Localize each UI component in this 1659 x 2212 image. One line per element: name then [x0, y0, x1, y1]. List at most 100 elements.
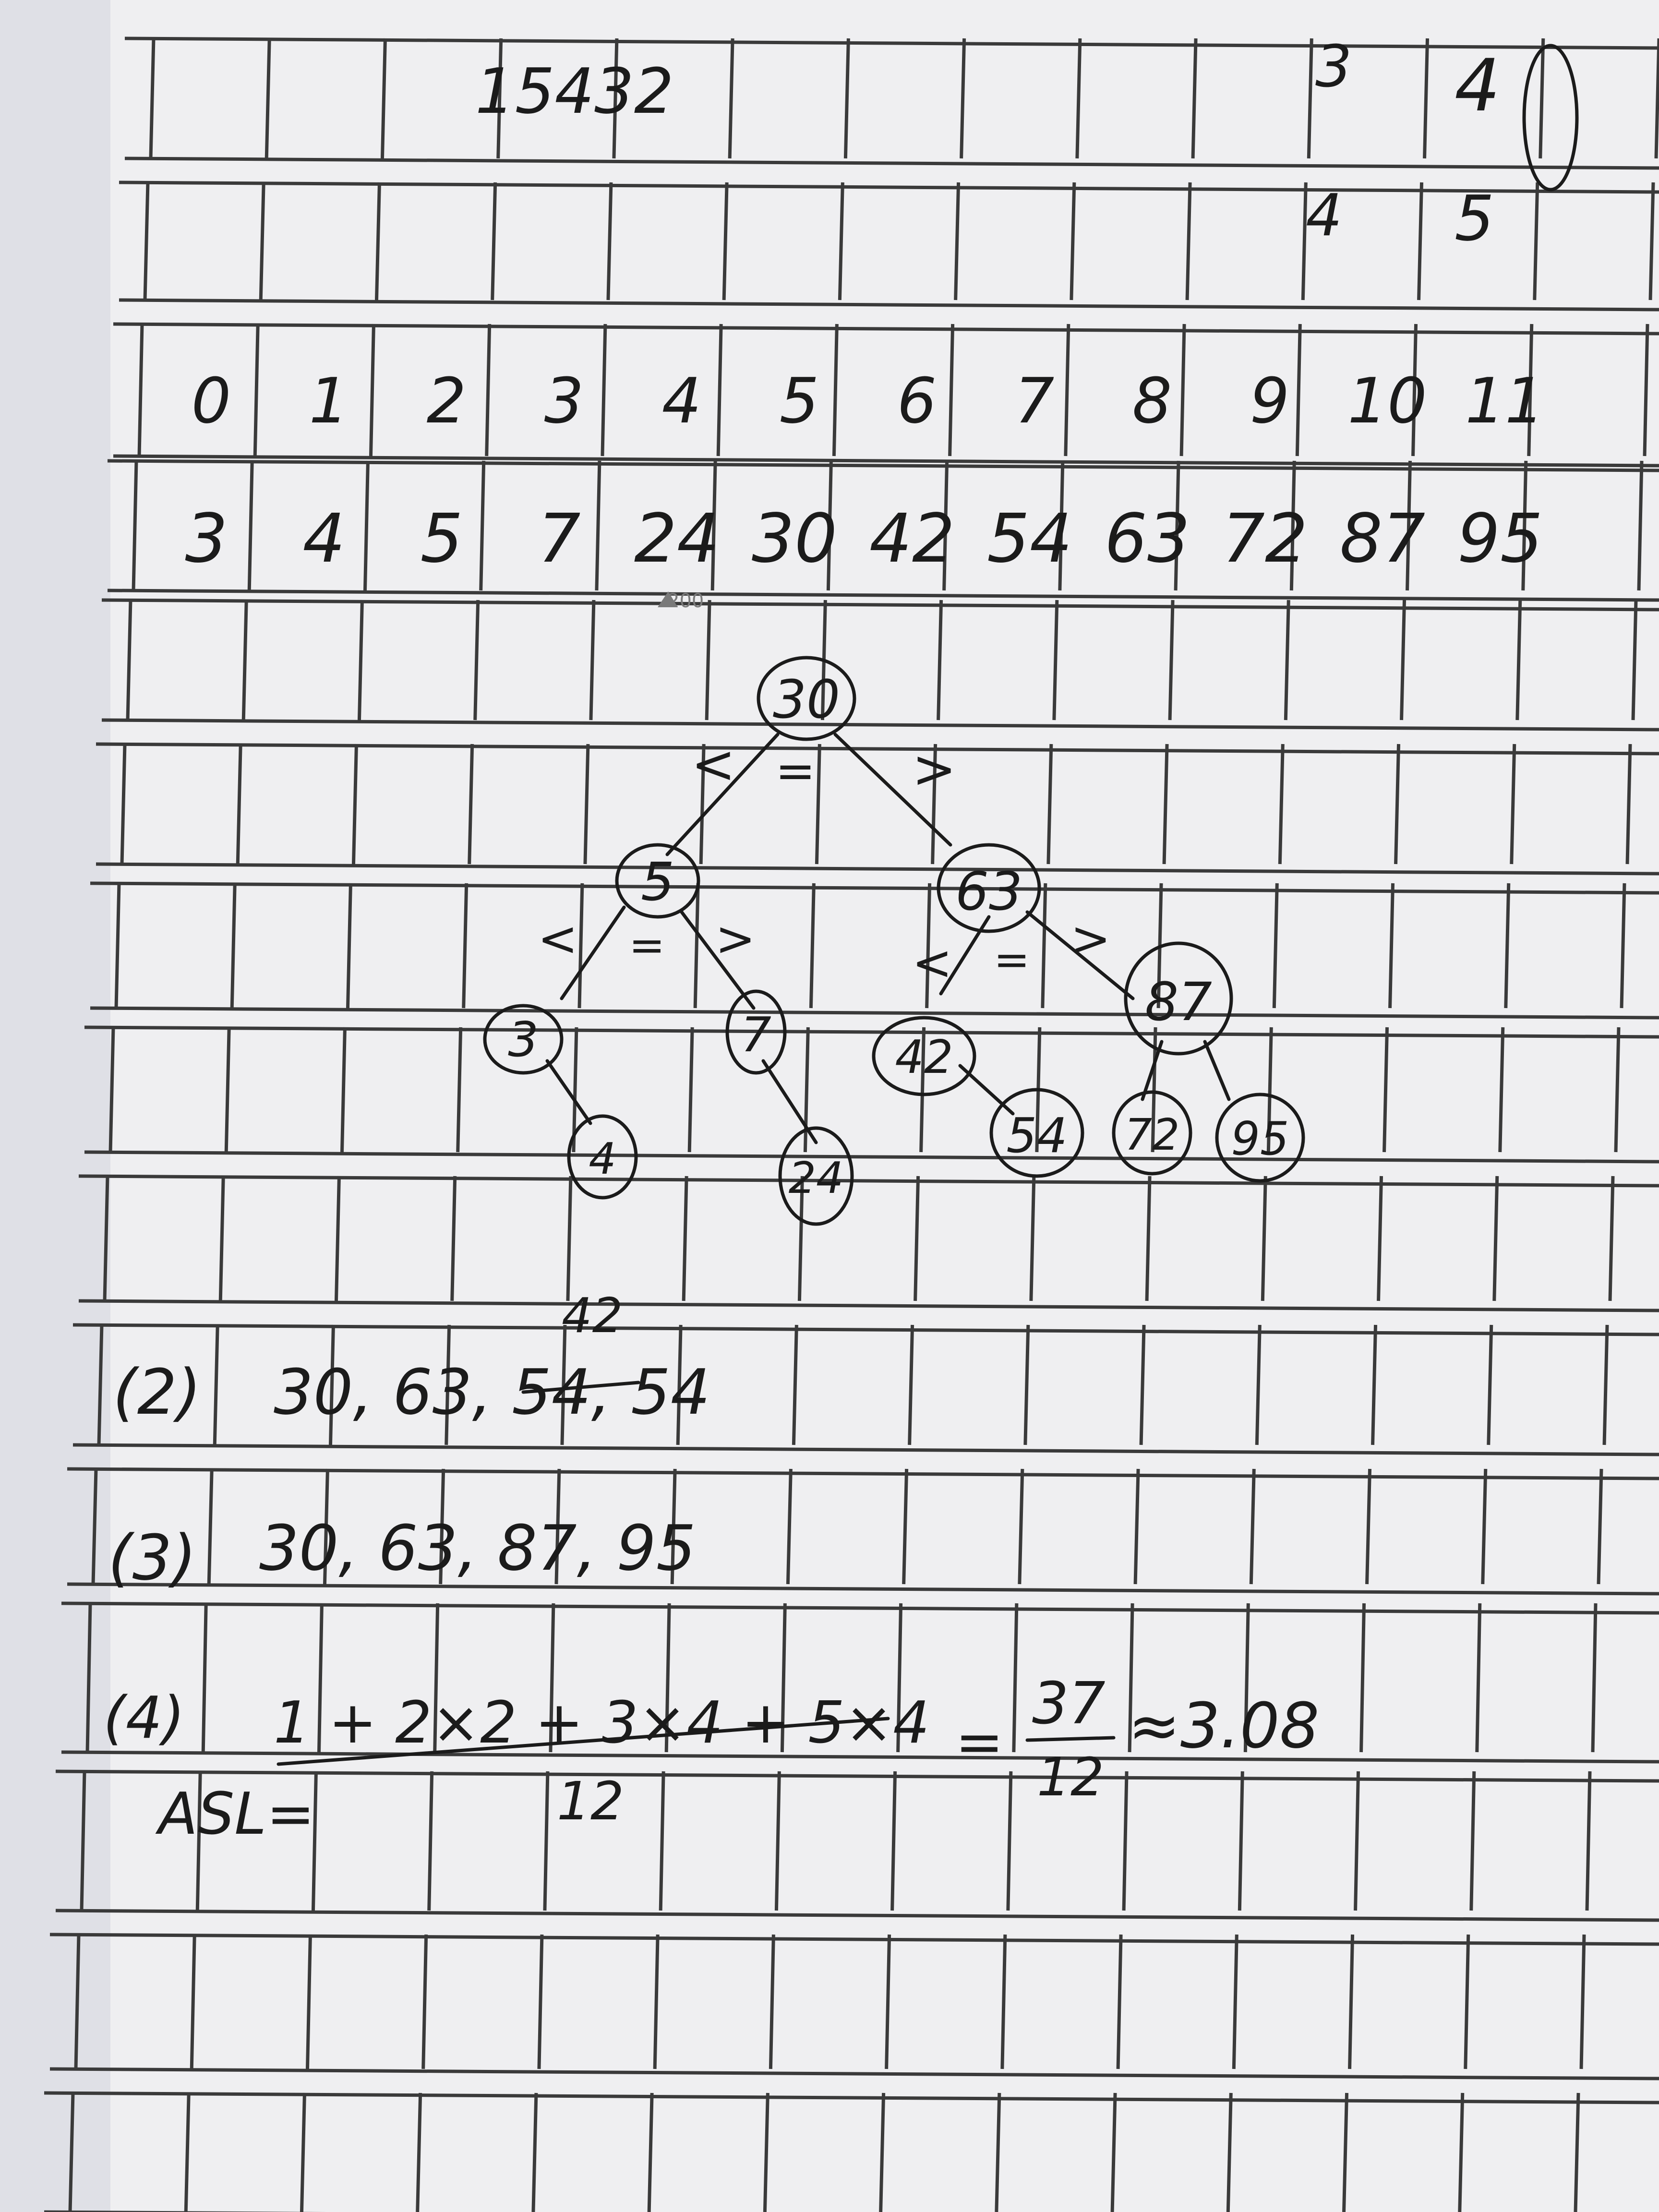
grid-row-line [90, 1006, 1659, 1020]
grid-col-line [300, 2092, 306, 2212]
grid-row-line [72, 1443, 1659, 1456]
grid-col-line [1382, 1027, 1389, 1153]
decision-tree: < = > < = > < = > 30 5 63 3 7 42 [483, 656, 1305, 1226]
index-cell: 7 [1015, 364, 1055, 437]
grid-col-line [85, 1603, 92, 1753]
grid-col-line [114, 883, 121, 1009]
grid-col-line [763, 2092, 769, 2212]
tree-node-42-label: 42 [895, 1031, 953, 1084]
grid-col-line [995, 2092, 1001, 2212]
grid-col-line [832, 324, 839, 457]
index-cell: 8 [1132, 364, 1172, 437]
grid-col-line [595, 460, 601, 591]
grid-col-line [1539, 38, 1545, 159]
grid-col-line [456, 1027, 463, 1153]
grid-col-line [1411, 324, 1418, 457]
tree-node-54-label: 54 [1006, 1107, 1067, 1164]
grid-row-line [107, 589, 1659, 602]
tree-node-7: 7 [725, 989, 787, 1075]
grid-col-line [1631, 600, 1638, 721]
grid-col-line [937, 600, 943, 721]
grid-col-line [1608, 1176, 1615, 1301]
grid-col-line [1046, 744, 1053, 865]
grid-row-line [119, 180, 1659, 194]
grid-col-line [357, 600, 364, 721]
grid-col-line [1487, 1324, 1493, 1445]
grid-col-line [1400, 600, 1407, 721]
grid-col-line [1116, 1934, 1123, 2069]
top-right-4b: 4 [1306, 182, 1342, 249]
grid-col-line [346, 883, 352, 1009]
grid-col-line [531, 2092, 538, 2212]
grid-col-line [1365, 1468, 1372, 1585]
grid-col-line [716, 324, 723, 457]
grid-col-line [74, 1934, 81, 2069]
q2-label: (2) [113, 1356, 201, 1429]
grid-col-line [589, 600, 596, 721]
grid-row-line [119, 298, 1659, 312]
grid-row-line [67, 1467, 1659, 1480]
grid-col-line [491, 182, 497, 301]
tree-node-95-label: 95 [1231, 1113, 1289, 1166]
grid-col-line [207, 1468, 214, 1585]
grid-col-line [450, 1176, 457, 1301]
grid-col-line [236, 744, 242, 865]
grid-col-line [416, 2092, 422, 2212]
grid-col-line [1614, 1027, 1621, 1153]
grid-col-line [914, 1176, 920, 1301]
q4-prefix: ASL= [155, 1781, 315, 1848]
grid-col-line [1307, 38, 1313, 159]
q4-label: (4) [103, 1685, 185, 1752]
grid-col-line [1394, 744, 1401, 865]
grid-col-line [91, 1468, 98, 1585]
grid-col-line [1185, 182, 1192, 301]
grid-col-line [1377, 1176, 1383, 1301]
grid-col-line [659, 1771, 665, 1911]
watermark-triangle [658, 591, 678, 607]
grid-col-line [1602, 1324, 1609, 1445]
tree-node-95: 95 [1215, 1093, 1305, 1183]
mark-63-left: < [912, 935, 952, 991]
q3-answer: 30, 63, 87, 95 [259, 1512, 696, 1585]
index-cell: 6 [897, 364, 937, 437]
top-sequence: 15432 [475, 55, 674, 128]
grid-col-line [722, 182, 729, 301]
grid-col-line [809, 883, 816, 1009]
grid-col-line [195, 1771, 202, 1911]
grid-col-line [676, 1324, 683, 1445]
grid-col-line [305, 1934, 312, 2069]
grid-col-line [1168, 600, 1175, 721]
q3-label: (3) [108, 1521, 196, 1594]
grid-col-line [1637, 460, 1644, 591]
grid-col-line [1261, 1176, 1267, 1301]
grid-col-line [1070, 182, 1076, 301]
grid-col-line [374, 182, 381, 301]
grid-col-line [560, 1324, 567, 1445]
grid-col-line [786, 1468, 793, 1585]
mark-5-right: > [715, 911, 756, 967]
q2-correction: 42 [562, 1287, 623, 1344]
grid-row-line [84, 1150, 1659, 1164]
grid-col-line [1591, 1603, 1598, 1753]
grid-col-line [797, 1176, 804, 1301]
grid-col-line [705, 600, 711, 721]
value-cell: 95 [1457, 500, 1543, 578]
grid-col-line [1481, 1468, 1488, 1585]
grid-row-line [49, 1933, 1659, 1946]
grid-col-line [931, 744, 938, 865]
grid-col-line [311, 1771, 318, 1911]
grid-row-line [55, 1769, 1659, 1783]
grid-col-line [103, 1176, 109, 1301]
value-cell: 7 [538, 500, 580, 578]
mark-5-eq: = [629, 920, 665, 971]
grid-col-line [68, 2092, 75, 2212]
grid-col-line [1145, 1176, 1152, 1301]
grid-col-line [323, 1468, 329, 1585]
grid-col-line [340, 1027, 347, 1153]
index-cell: 0 [192, 364, 231, 437]
grid-row-line [61, 1750, 1659, 1764]
grid-col-line [885, 1934, 891, 2069]
grid-col-line [1475, 1603, 1482, 1753]
grid-col-line [259, 182, 265, 301]
